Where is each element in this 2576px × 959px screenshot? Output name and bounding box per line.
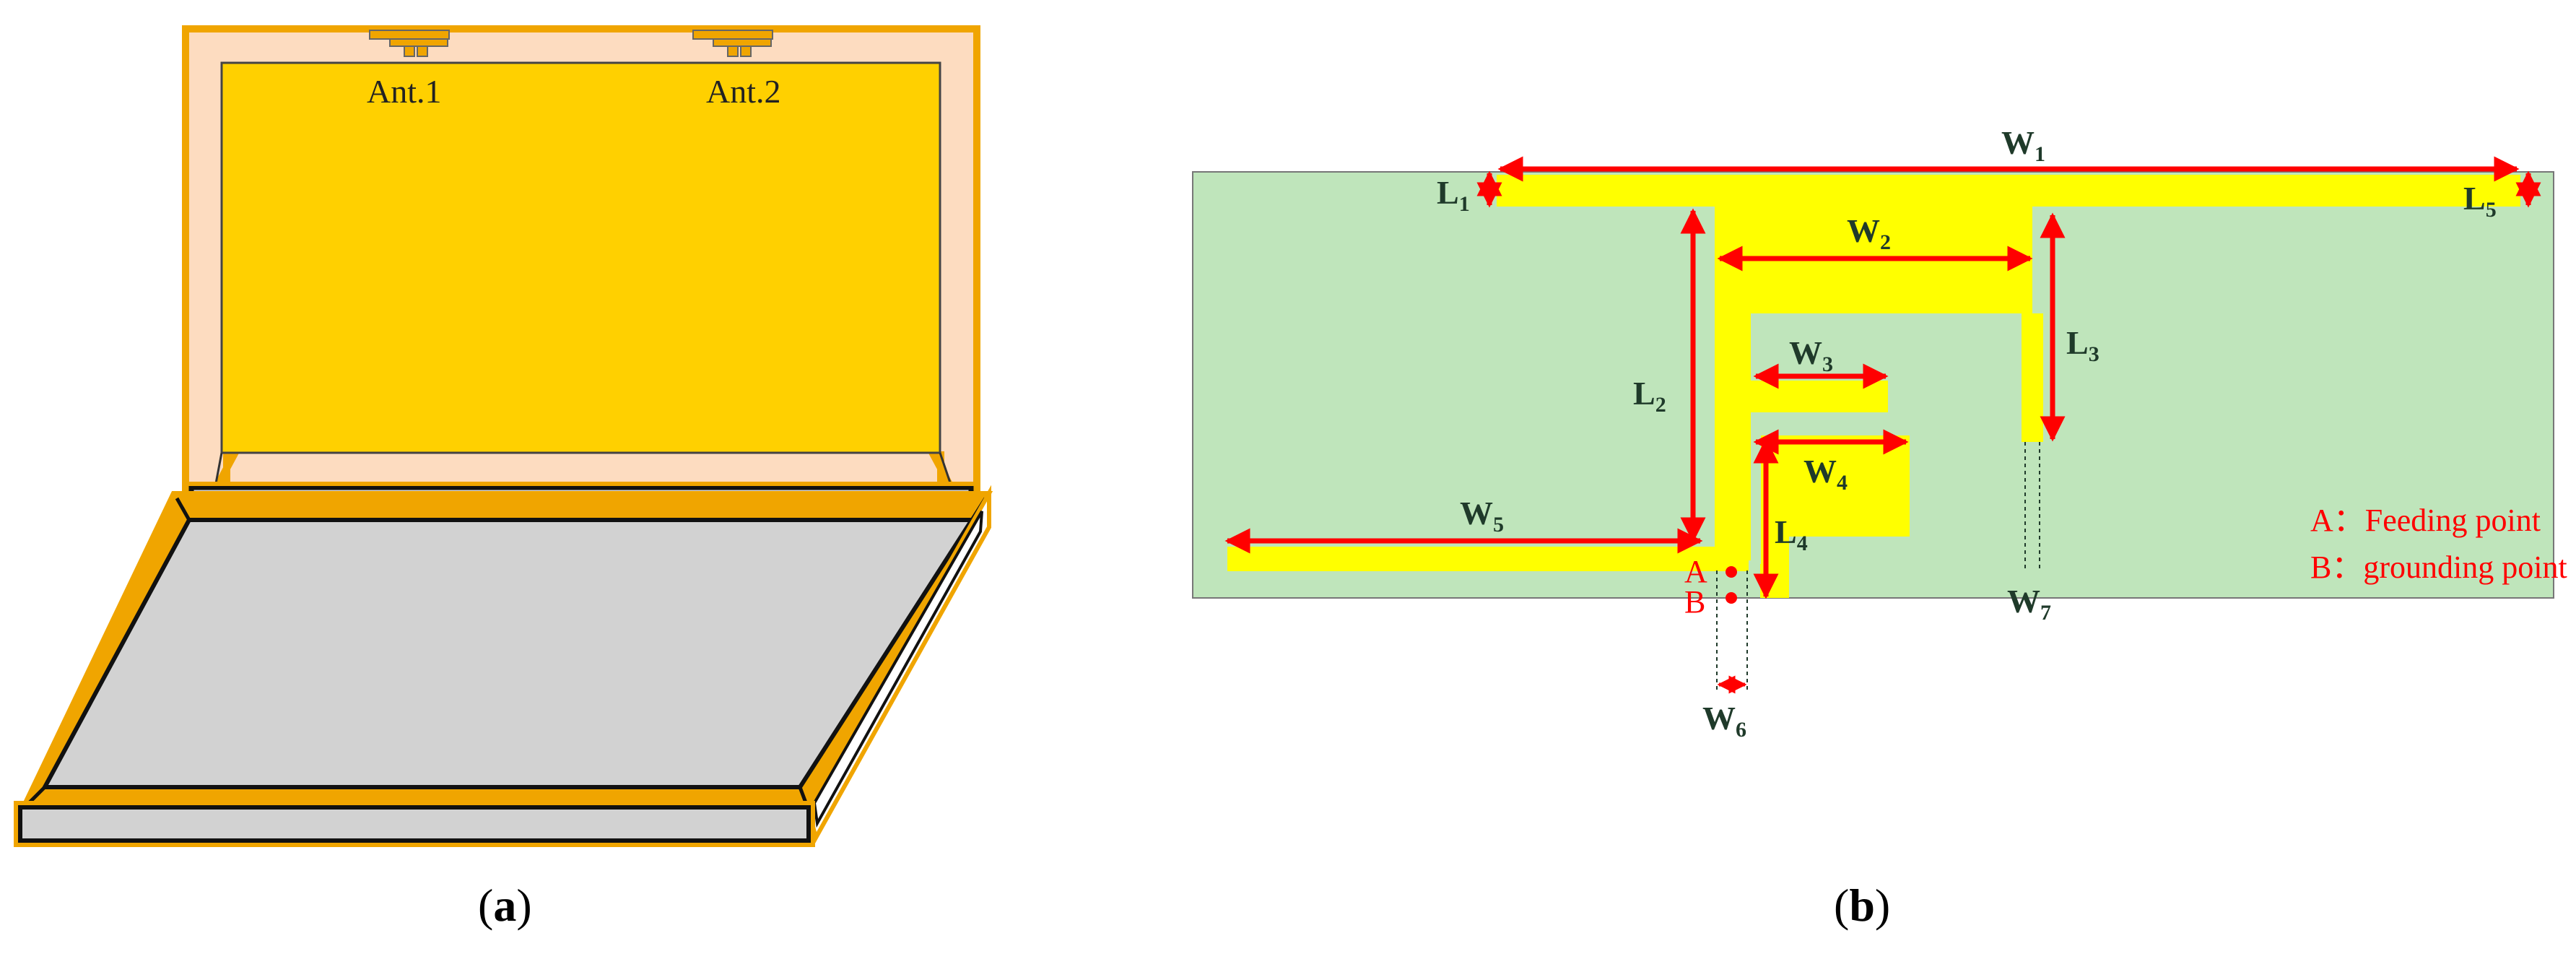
dim-label-w4: W4 [1803, 453, 1848, 495]
dim-label-l1: L1 [1437, 174, 1470, 216]
dim-label-w6: W6 [1702, 700, 1746, 742]
point-b-label: B [1684, 584, 1705, 620]
antenna-1-label: Ant.1 [367, 73, 442, 110]
caption-b: (b) [1834, 880, 1890, 931]
panel-b-antenna: A B W1 W2 W3 W4 W5 W6 W7 L1 L2 L3 L4 L5 … [1192, 124, 2567, 931]
antenna-2-label: Ant.2 [706, 73, 781, 110]
lid-screen [220, 61, 941, 454]
feeding-point-dot [1726, 566, 1737, 578]
laptop-base [14, 485, 993, 847]
dim-label-w5: W5 [1460, 495, 1504, 537]
laptop-lid [182, 25, 980, 504]
dim-label-l3: L3 [2066, 324, 2099, 366]
legend-feeding-point: A：Feeding point [2310, 503, 2541, 538]
dim-label-l2: L2 [1633, 375, 1666, 417]
dim-label-w1: W1 [2001, 124, 2045, 166]
point-a-label: A [1684, 554, 1707, 589]
w6-guide [1716, 570, 1748, 693]
grounding-point-dot [1726, 592, 1737, 604]
dim-label-w7: W7 [2007, 583, 2051, 625]
dim-label-l4: L4 [1775, 513, 1808, 555]
dim-label-w2: W2 [1847, 212, 1891, 254]
legend-grounding-point: B：grounding point [2310, 550, 2567, 585]
panel-a-laptop: Ant.1 Ant.2 (a) [14, 25, 993, 931]
antenna-1-element [369, 30, 450, 57]
dimension-arrows [1224, 156, 2541, 694]
caption-a: (a) [478, 880, 532, 931]
dim-label-w3: W3 [1789, 334, 1833, 376]
dim-label-l5: L5 [2463, 180, 2497, 222]
antenna-2-element [692, 30, 773, 57]
